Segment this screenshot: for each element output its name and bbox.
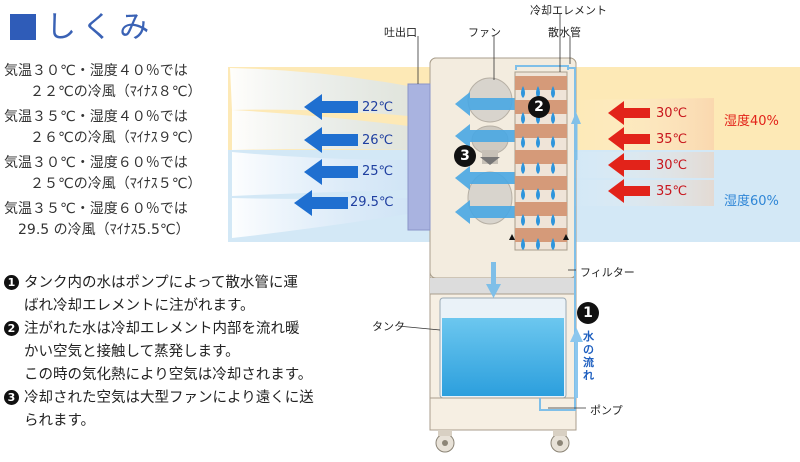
label-fan: ファン [468, 26, 501, 39]
inlet-temp-1: 30℃ [656, 106, 688, 121]
water-flow-arrow [570, 328, 583, 398]
condition-2-line1: 気温３５℃・湿度４０％では [4, 109, 188, 125]
badge-step-3: 3 [454, 145, 476, 167]
condition-4-line2: 29.5 の冷風（ﾏｲﾅｽ5.5℃） [18, 222, 190, 238]
internal-cool-air-arrows [455, 92, 515, 224]
step-2-line2: かい空気と接触して蒸発します。 [24, 344, 240, 360]
condition-2-line2: ２６℃の冷風（ﾏｲﾅｽ９℃） [30, 130, 202, 146]
filter-drip [486, 262, 501, 298]
water-drops [521, 86, 555, 250]
step-1-number: 1 [4, 275, 19, 290]
badge-step-2: 2 [528, 96, 550, 118]
step-3: 3 冷却された空気は大型ファンにより遠くに送 られます。 [4, 387, 374, 433]
outlet-temp-1: 22℃ [362, 100, 394, 115]
outlet-temp-3: 25℃ [362, 164, 394, 179]
label-filter: フィルター [580, 266, 635, 279]
outlet-panel [407, 83, 431, 231]
step-2: 2 注がれた水は冷却エレメント内部を流れ暖 かい空気と接触して蒸発します。 この… [4, 318, 374, 387]
humidity-40-label: 湿度40% [724, 114, 779, 129]
inlet-hot-arrows [608, 101, 650, 203]
title-text: しくみ [46, 10, 156, 45]
step-3-number: 3 [4, 390, 19, 405]
step-3-line2: られます。 [24, 413, 96, 429]
explanation-steps: 1 タンク内の水はポンプによって散水管に運 ばれ冷却エレメントに注がれます。 2… [4, 272, 374, 433]
inlet-temp-3: 30℃ [656, 158, 688, 173]
condition-3-line1: 気温３０℃・湿度６０％では [4, 155, 188, 171]
humidity-60-label: 湿度60% [724, 194, 779, 209]
step-1: 1 タンク内の水はポンプによって散水管に運 ばれ冷却エレメントに注がれます。 [4, 272, 374, 318]
title-square-icon [10, 14, 36, 40]
outlet-cold-arrows [294, 94, 358, 216]
outlet-temp-2: 26℃ [362, 133, 394, 148]
filter-markers [509, 234, 569, 240]
outlet-temp-4: 29.5℃ [350, 195, 394, 210]
condition-1-line2: ２２℃の冷風（ﾏｲﾅｽ８℃） [30, 84, 202, 100]
label-sprinkler-pipe: 散水管 [548, 26, 581, 39]
label-pump: ポンプ [590, 404, 623, 417]
badge-step-1: 1 [577, 302, 599, 324]
condition-1-line1: 気温３０℃・湿度４０％では [4, 63, 188, 79]
condition-4-line1: 気温３５℃・湿度６０％では [4, 201, 188, 217]
water-flow-label: 水の流れ [583, 330, 594, 382]
label-cooling-element: 冷却エレメント [530, 4, 607, 17]
step-1-line2: ばれ冷却エレメントに注がれます。 [24, 298, 255, 314]
step-2-number: 2 [4, 321, 19, 336]
label-outlet: 吐出口 [384, 26, 417, 39]
page-title: しくみ [10, 2, 155, 46]
step-1-line1: タンク内の水はポンプによって散水管に運 [24, 275, 298, 291]
step-2-line3: この時の気化熱により空気は冷却されます。 [24, 367, 313, 383]
inlet-temp-4: 35℃ [656, 184, 688, 199]
step-2-line1: 注がれた水は冷却エレメント内部を流れ暖 [24, 321, 300, 337]
condition-3-line2: ２５℃の冷風（ﾏｲﾅｽ５℃） [30, 176, 202, 192]
label-tank: タンク [372, 320, 405, 333]
step-3-line1: 冷却された空気は大型ファンにより遠くに送 [24, 390, 314, 406]
inlet-temp-2: 35℃ [656, 132, 688, 147]
leader-lines [397, 14, 586, 409]
